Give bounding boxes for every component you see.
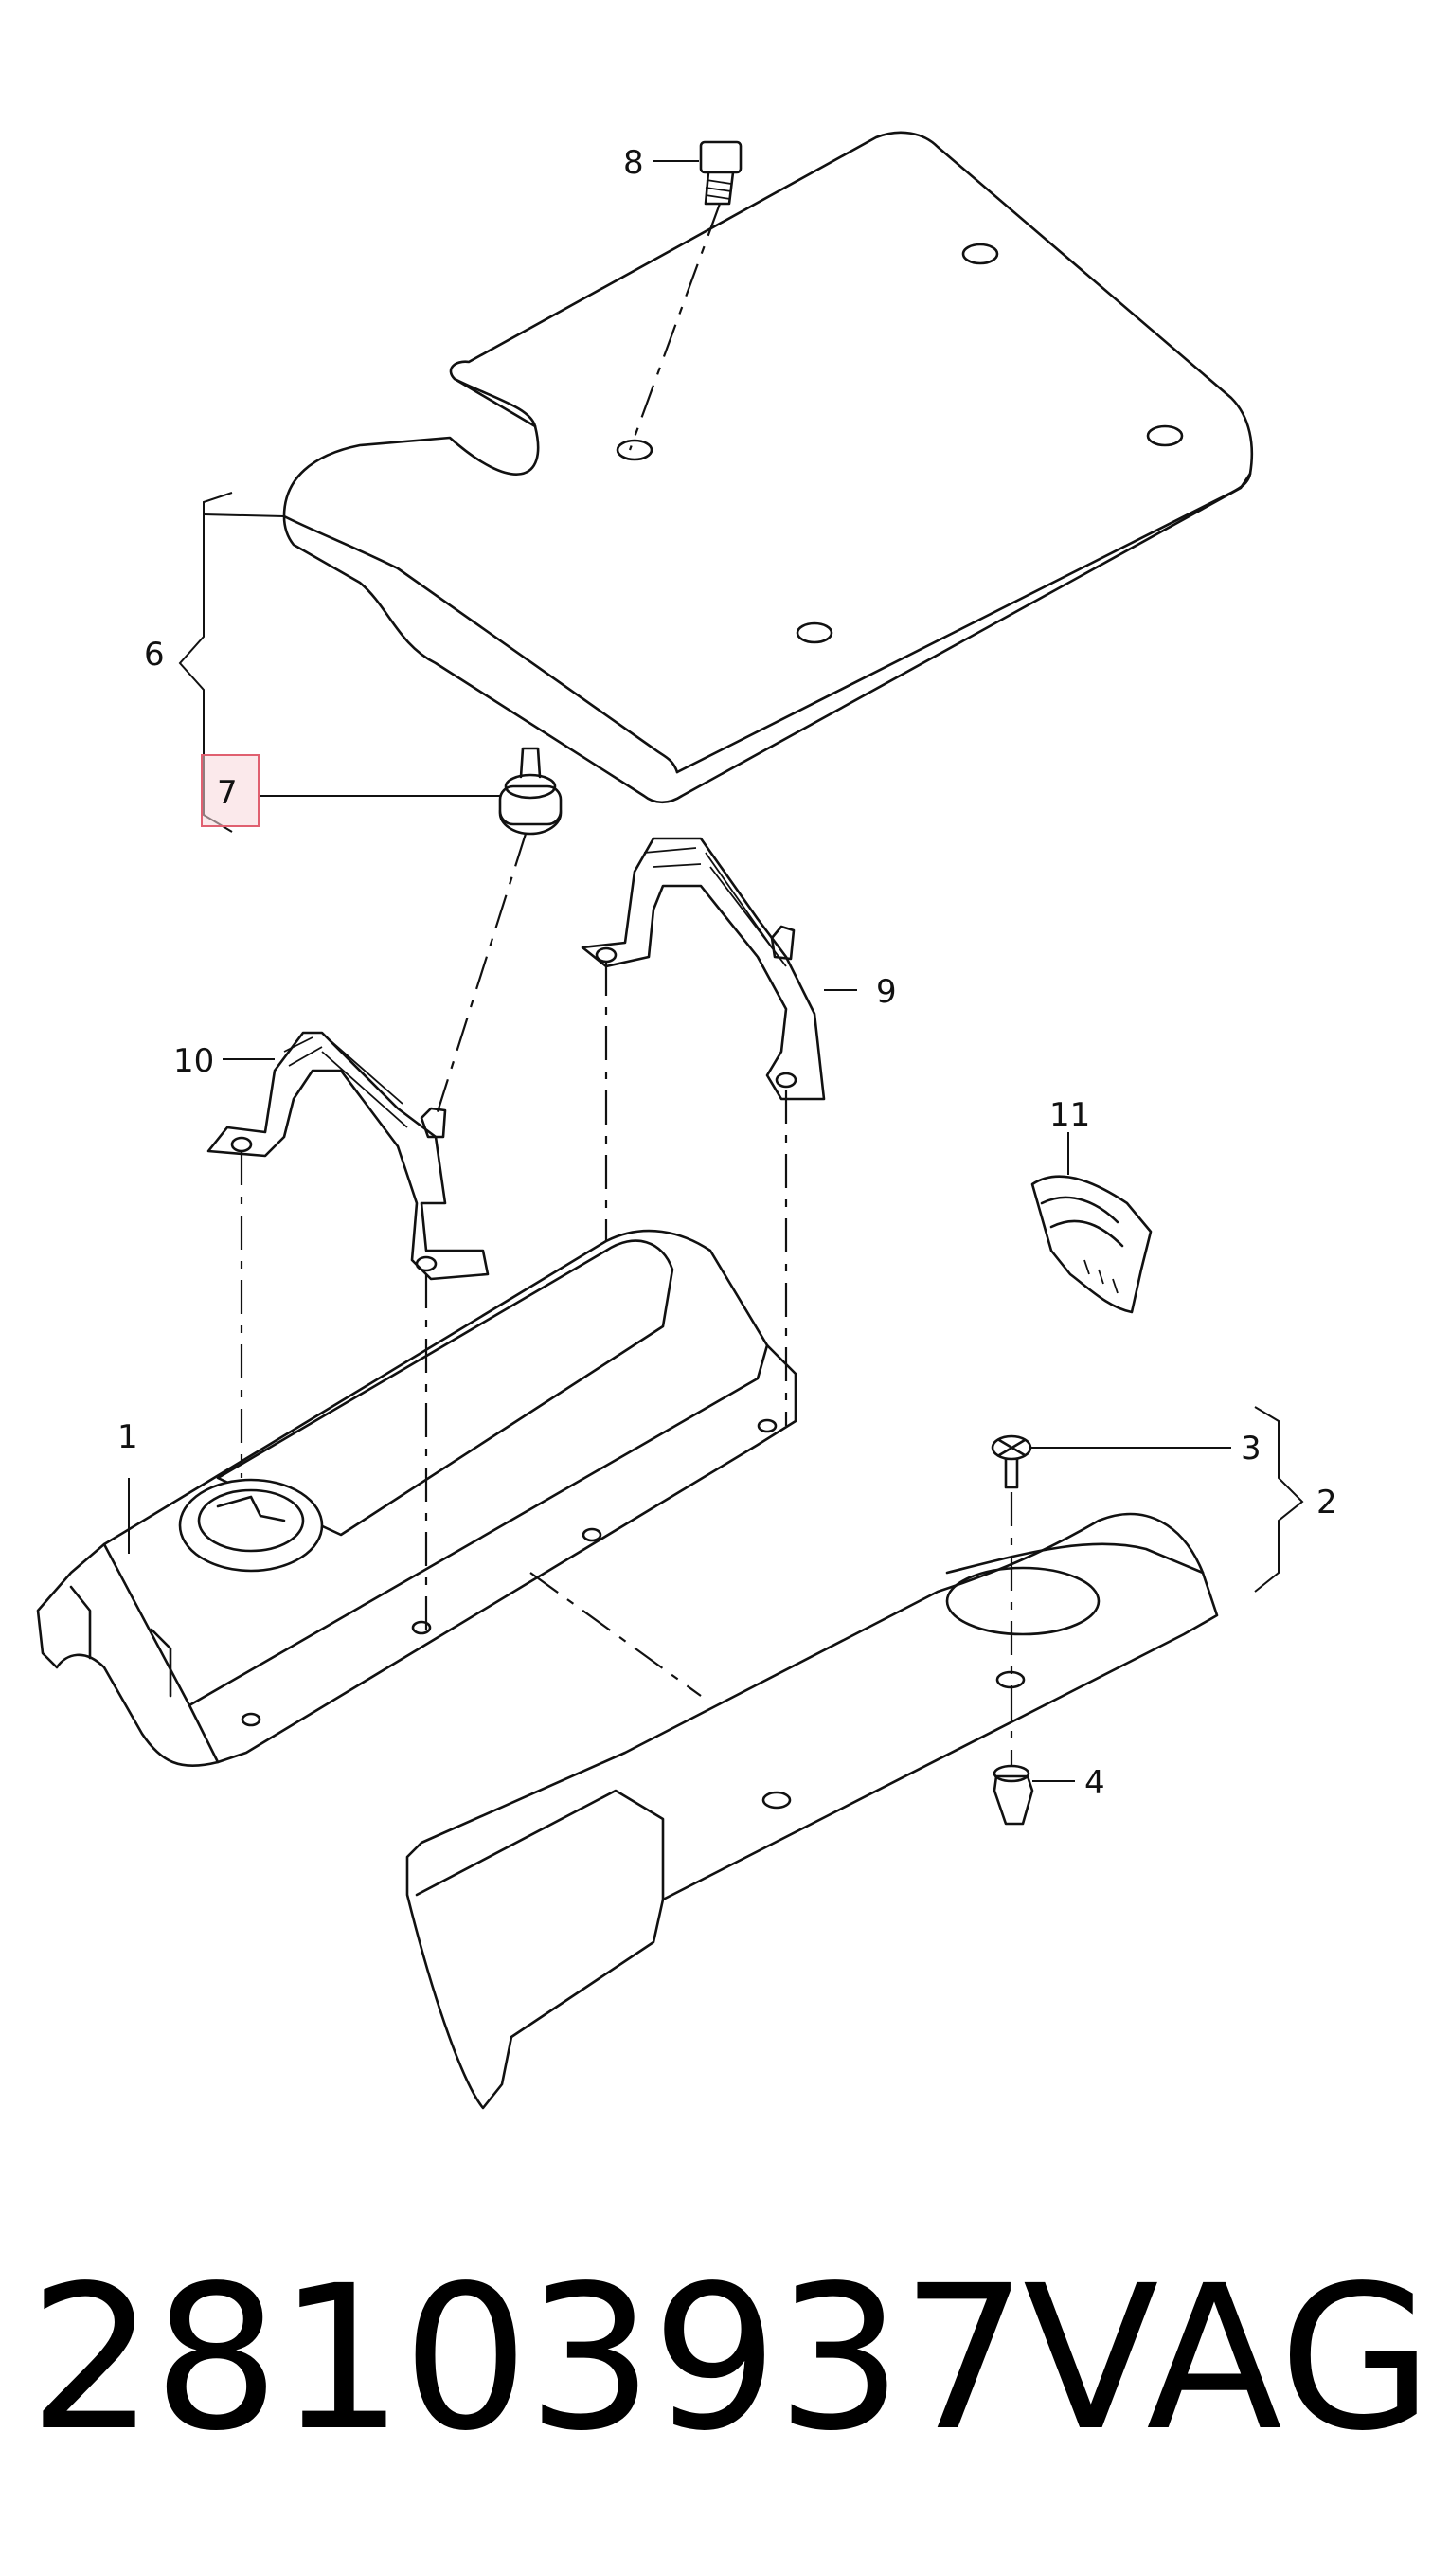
assembly-lines xyxy=(240,203,1013,1767)
clip-nut-4 xyxy=(993,1764,1034,1826)
bolt-8 xyxy=(699,140,743,206)
callout-6: 6 xyxy=(144,636,165,674)
brand-name: VAG xyxy=(1023,2243,1432,2475)
highlight-box-7 xyxy=(201,754,260,827)
screw-3 xyxy=(991,1434,1032,1489)
clip-11 xyxy=(1030,1175,1153,1314)
lower-cover-2 xyxy=(405,1512,1219,2110)
callout-1: 1 xyxy=(117,1418,138,1456)
valve-cover-1 xyxy=(36,1229,797,1767)
callout-8: 8 xyxy=(623,144,644,182)
callout-3: 3 xyxy=(1241,1430,1262,1468)
callout-9: 9 xyxy=(876,973,897,1011)
bracket-10 xyxy=(206,1031,490,1281)
callout-7: 7 xyxy=(217,774,238,812)
grommet-7 xyxy=(498,747,563,836)
callout-2: 2 xyxy=(1316,1484,1337,1522)
bracket-9 xyxy=(581,837,826,1101)
callout-labels: 8 6 7 9 10 11 1 3 2 4 xyxy=(117,144,1337,1802)
callout-11: 11 xyxy=(1049,1096,1090,1134)
footer-caption: 28103937 VAG xyxy=(28,2243,1432,2475)
part-number: 28103937 xyxy=(28,2243,1028,2475)
callout-10: 10 xyxy=(173,1042,214,1080)
callout-4: 4 xyxy=(1084,1764,1105,1802)
upper-engine-cover xyxy=(282,131,1254,804)
